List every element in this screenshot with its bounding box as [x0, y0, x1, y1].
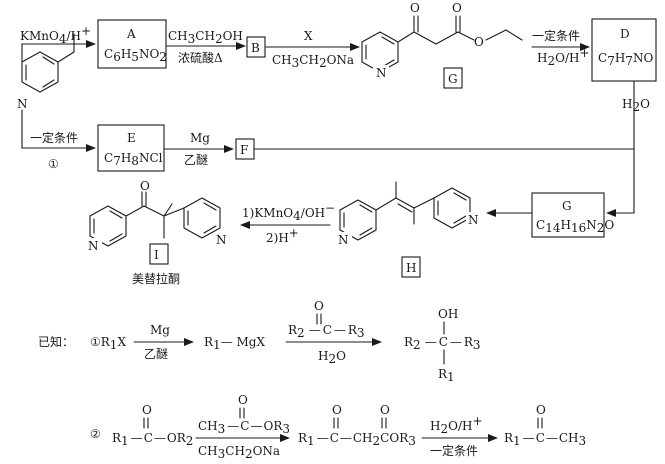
- known-prod-o: O: [536, 403, 546, 417]
- reagent-ether: 乙醚: [184, 153, 208, 167]
- pyridine-ring-start: [21, 51, 59, 93]
- arrow-h-to-i: 1)KMnO4/OH− 2)H+: [240, 201, 335, 245]
- known-reaction-2: ② O R1—C—OR2 O CH3—C—OR3 CH3CH2ONa O O R…: [90, 393, 586, 461]
- nitrogen-label-i-right: N: [216, 233, 227, 247]
- nitrogen-label-ketoester: N: [376, 66, 387, 80]
- reagent-x: X: [304, 29, 313, 43]
- compound-e-label: E: [127, 131, 136, 145]
- reagent-naoet: CH3CH2ONa: [272, 53, 354, 70]
- compound-g2-formula: C14H16N2O: [536, 218, 614, 235]
- compound-e-box: E C7H8NCl: [97, 124, 165, 172]
- arrow-start-to-e: 一定条件 ①: [21, 109, 96, 171]
- reagent-h2o: H2O: [622, 97, 650, 114]
- reagent-h2o-h: H2O/H+: [537, 46, 590, 68]
- nitrogen-label-h-left: N: [338, 233, 349, 247]
- compound-i-name: 美替拉酮: [132, 271, 180, 286]
- known-ester: R1—C—OR2: [112, 431, 193, 448]
- compound-f-label: F: [240, 143, 248, 157]
- known-ke-o1: O: [332, 403, 342, 417]
- starting-material-structure: N: [15, 33, 75, 111]
- arrow-a-to-b: CH3CH2OH 浓硫酸Δ: [165, 29, 246, 65]
- compound-d-label: D: [620, 27, 630, 41]
- known-reaction-1: 已知： ①R1X Mg 乙醚 R1— MgX O R2—C—R3 H2O OH …: [38, 299, 481, 384]
- ketoester-structure: N O O O: [361, 1, 523, 80]
- compound-b-box: B: [246, 36, 266, 58]
- compound-d-formula: C7H7NO: [598, 51, 653, 68]
- known-mg: Mg: [150, 323, 170, 337]
- ethyl-bond-1: [57, 51, 75, 63]
- arrow-d-down: H2O: [606, 80, 650, 217]
- arrow-g-to-d: 一定条件 H2O/H+: [531, 28, 590, 68]
- compound-i-box: I 美替拉酮: [132, 243, 180, 286]
- known-rmgx: R1— MgX: [204, 335, 265, 352]
- oxygen-ketone-i: O: [140, 179, 150, 193]
- known-r2-marker: ②: [90, 427, 101, 441]
- known-product: R1—C—CH3: [504, 431, 586, 448]
- known-hydrolysis-condition: 一定条件: [430, 443, 478, 458]
- compound-a-label: A: [126, 27, 136, 41]
- reagent-condition-1: 一定条件: [532, 28, 580, 43]
- reagent-kmno4: KMnO4/H+: [20, 24, 91, 46]
- pyridine-ring-i-right: [183, 197, 221, 239]
- known-ketoester: R1—C—CH2COR3: [298, 431, 416, 448]
- known-ketone-o: O: [314, 299, 324, 313]
- compound-h-label: H: [406, 261, 416, 275]
- arrow-e-to-f: Mg 乙醚: [163, 131, 234, 167]
- known-ether: 乙醚: [144, 347, 168, 361]
- arrow-g2-to-h: [486, 209, 533, 217]
- known-acetate-o: O: [238, 393, 248, 407]
- compound-a-formula: C6H5NO2: [104, 47, 167, 64]
- reagent-condition-2: 一定条件: [30, 130, 78, 145]
- pyridine-ring-h-right: [433, 187, 471, 229]
- reagent-kmno4-oh: 1)KMnO4/OH−: [242, 201, 335, 223]
- compound-d-box: D C7H7NO: [591, 18, 657, 82]
- step-1-marker: ①: [48, 157, 59, 171]
- arrow-start-to-a: KMnO4/H+: [20, 24, 96, 48]
- compound-g-box: G: [443, 67, 463, 89]
- nitrogen-label-i-left: N: [88, 239, 99, 253]
- compound-f-box: F: [235, 138, 255, 160]
- known-naoet: CH3CH2ONa: [198, 444, 280, 461]
- known-title: 已知：: [38, 335, 74, 349]
- known-ester-o: O: [142, 403, 152, 417]
- known-r1x: ①R1X: [90, 335, 126, 352]
- reagent-h-plus: 2)H+: [266, 226, 299, 245]
- compound-a-box: A C6H5NO2: [97, 19, 167, 69]
- arrow-b-to-g: X CH3CH2ONa: [265, 29, 360, 70]
- known-ke-o2: O: [380, 403, 390, 417]
- compound-b-label: B: [251, 41, 260, 55]
- nitrogen-label: N: [17, 97, 28, 111]
- oxygen-ester-carbonyl: O: [452, 1, 462, 15]
- reagent-mg: Mg: [190, 131, 210, 145]
- compound-g-label: G: [448, 72, 458, 86]
- reagent-conc-h2so4: 浓硫酸Δ: [178, 50, 223, 65]
- known-oh: OH: [438, 307, 458, 321]
- known-alcohol-r1: R1: [438, 367, 455, 384]
- compound-i-label: I: [154, 248, 159, 262]
- nitrogen-label-h-right: N: [468, 213, 479, 227]
- reagent-ethanol: CH3CH2OH: [168, 29, 243, 46]
- compound-e-formula: C7H8NCl: [104, 151, 163, 168]
- oxygen-ester: O: [474, 35, 484, 49]
- compound-g2-label: G: [562, 199, 572, 213]
- compound-h-box: H: [401, 256, 421, 278]
- known-alcohol: R2—C—R3: [404, 335, 481, 352]
- metyrapone-structure: N O N: [86, 179, 230, 253]
- known-ketone: R2—C—R3: [288, 323, 365, 340]
- known-hydrolysis: H2O/H+: [430, 414, 483, 436]
- known-h2o: H2O: [318, 349, 346, 366]
- alkene-h-structure: N N: [336, 181, 482, 247]
- known-acetate: CH3—C—OR3: [198, 419, 290, 436]
- compound-g2-box: G C14H16N2O: [531, 192, 614, 238]
- oxygen-ketone: O: [410, 1, 420, 15]
